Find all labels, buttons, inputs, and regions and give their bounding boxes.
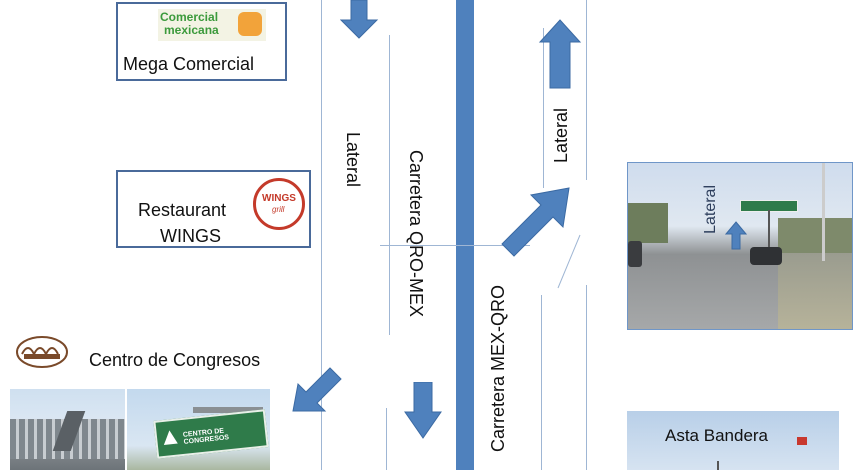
photo-arrow-up [725, 221, 747, 250]
restaurant-label: Restaurant [138, 200, 227, 220]
congresos-logo [14, 330, 70, 370]
centro-congresos-label: Centro de Congresos [89, 350, 261, 370]
arrow-down-bottom [404, 382, 442, 439]
logo-text-line1: Comercial [160, 10, 219, 24]
carretera-qro-mex-label: Carretera QRO-MEX [406, 150, 426, 318]
arrow-down-top [340, 0, 379, 39]
arrow-up-right [538, 19, 582, 89]
photo-lateral-label: Lateral [702, 185, 719, 234]
road-lane-divider-left [389, 35, 390, 335]
congresos-sign-photo: CENTRO DE CONGRESOS [127, 389, 270, 470]
road-lane-divider-right-lower [541, 295, 542, 470]
road-edge-left [321, 0, 322, 470]
congresos-building-photo [10, 389, 125, 470]
road-edge-right-lower [586, 285, 587, 470]
lateral-right-label: Lateral [551, 108, 571, 164]
car-icon [750, 247, 782, 265]
central-median [456, 0, 474, 470]
road-edge-right [586, 0, 587, 180]
wings-logo-text: WINGS [262, 193, 296, 204]
mega-comercial-box: Comercial mexicana Mega Comercial [116, 2, 287, 81]
mega-comercial-label: Mega Comercial [123, 54, 255, 74]
ramp-line [557, 234, 581, 289]
restaurant-wings-box: Restaurant WINGS WINGS grill [116, 170, 311, 248]
road-lane-divider-left-lower [386, 408, 387, 470]
lateral-left-label: Lateral [343, 132, 363, 188]
car-icon-left [628, 241, 642, 267]
pelican-icon [238, 12, 262, 36]
wings-logo-sub: grill [272, 205, 285, 214]
arrow-diagonal-congresos [292, 367, 342, 412]
congresos-sign-board: CENTRO DE CONGRESOS [153, 409, 269, 459]
lateral-highway-photo: Lateral [627, 162, 853, 330]
wings-logo: WINGS grill [253, 178, 305, 230]
carretera-mex-qro-label: Carretera MEX-QRO [488, 285, 508, 453]
arrow-up-icon [162, 429, 178, 445]
flag-icon [797, 437, 807, 445]
congresos-sign-text: CENTRO DE CONGRESOS [182, 427, 230, 446]
asta-bandera-label: Asta Bandera [665, 426, 769, 445]
comercial-mexicana-logo: Comercial mexicana [158, 9, 266, 41]
logo-text-line2: mexicana [164, 23, 219, 37]
asta-bandera-photo: Asta Bandera [627, 411, 839, 470]
crossing-line [380, 245, 530, 246]
road-lane-divider-right-upper [543, 28, 544, 188]
arrow-diagonal-ramp [501, 187, 570, 257]
wings-label: WINGS [160, 226, 221, 246]
